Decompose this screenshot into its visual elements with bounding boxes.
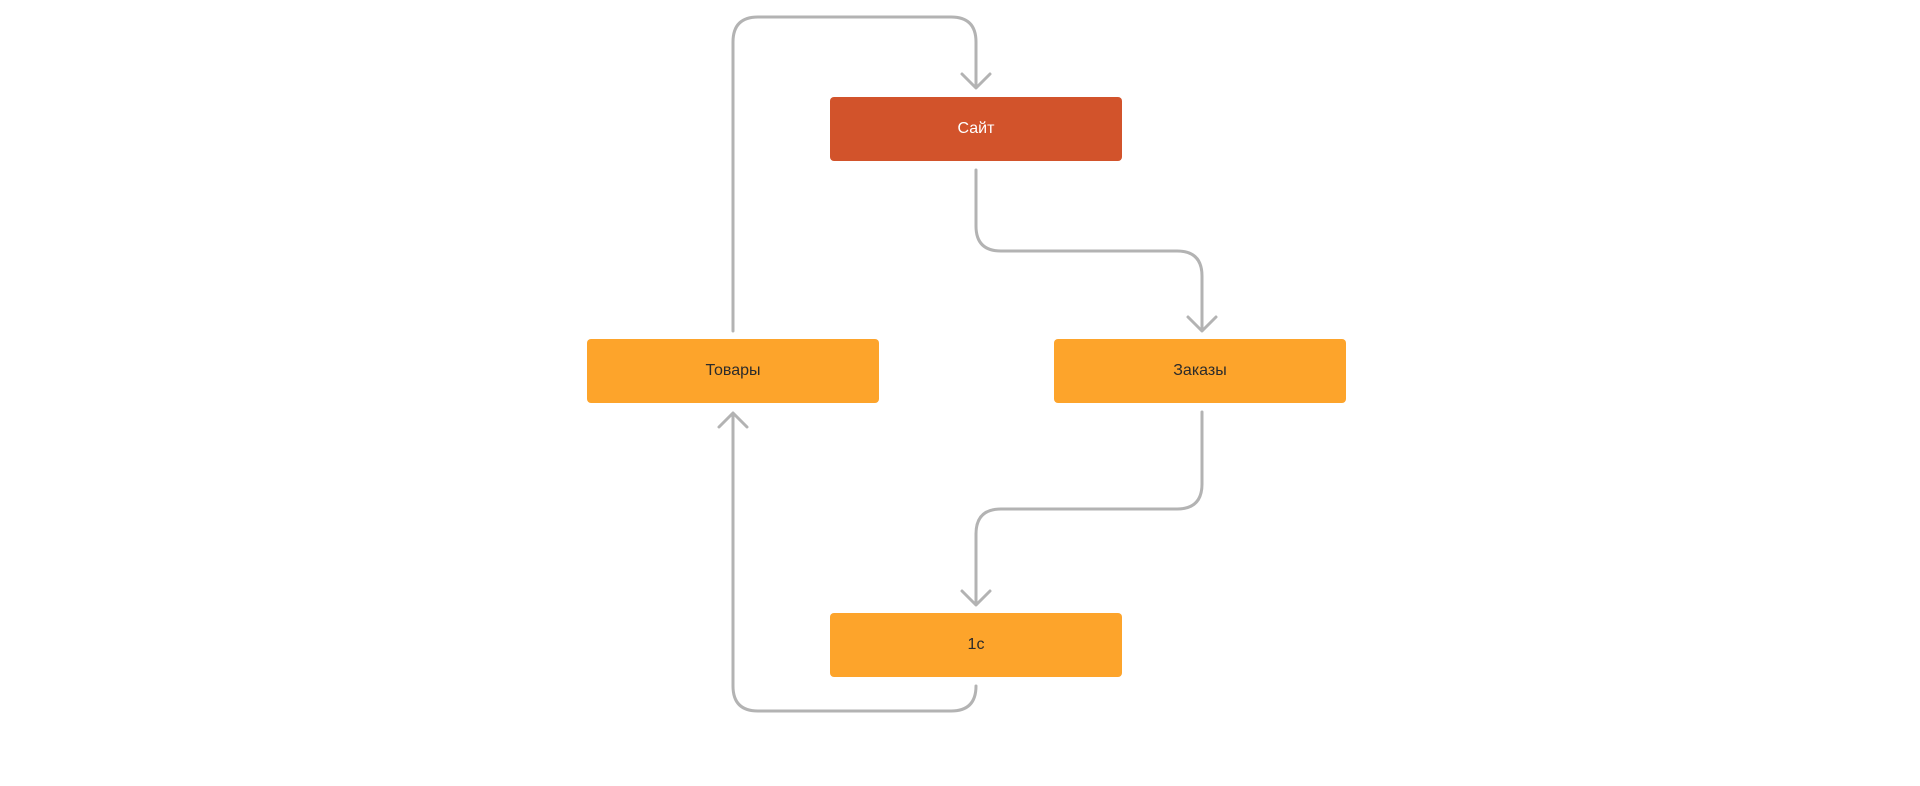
arrowhead-goods-to-site bbox=[960, 72, 992, 90]
node-goods[interactable]: Товары bbox=[587, 339, 879, 403]
arrowhead-orders-to-1c bbox=[960, 589, 992, 607]
arrowhead-site-to-orders bbox=[1186, 315, 1218, 333]
edge-1c-to-goods bbox=[731, 412, 978, 713]
node-goods-label: Товары bbox=[705, 362, 761, 379]
node-site[interactable]: Сайт bbox=[830, 97, 1122, 161]
edge-goods-to-site bbox=[731, 15, 978, 333]
edge-site-to-orders bbox=[974, 168, 1204, 332]
node-site-label: Сайт bbox=[957, 120, 995, 137]
edge-orders-to-1c bbox=[974, 410, 1204, 606]
node-1c-label: 1с bbox=[967, 636, 985, 653]
node-orders-label: Заказы bbox=[1173, 362, 1227, 379]
arrowhead-1c-to-goods bbox=[717, 411, 749, 429]
node-1c[interactable]: 1с bbox=[830, 613, 1122, 677]
node-orders[interactable]: Заказы bbox=[1054, 339, 1346, 403]
